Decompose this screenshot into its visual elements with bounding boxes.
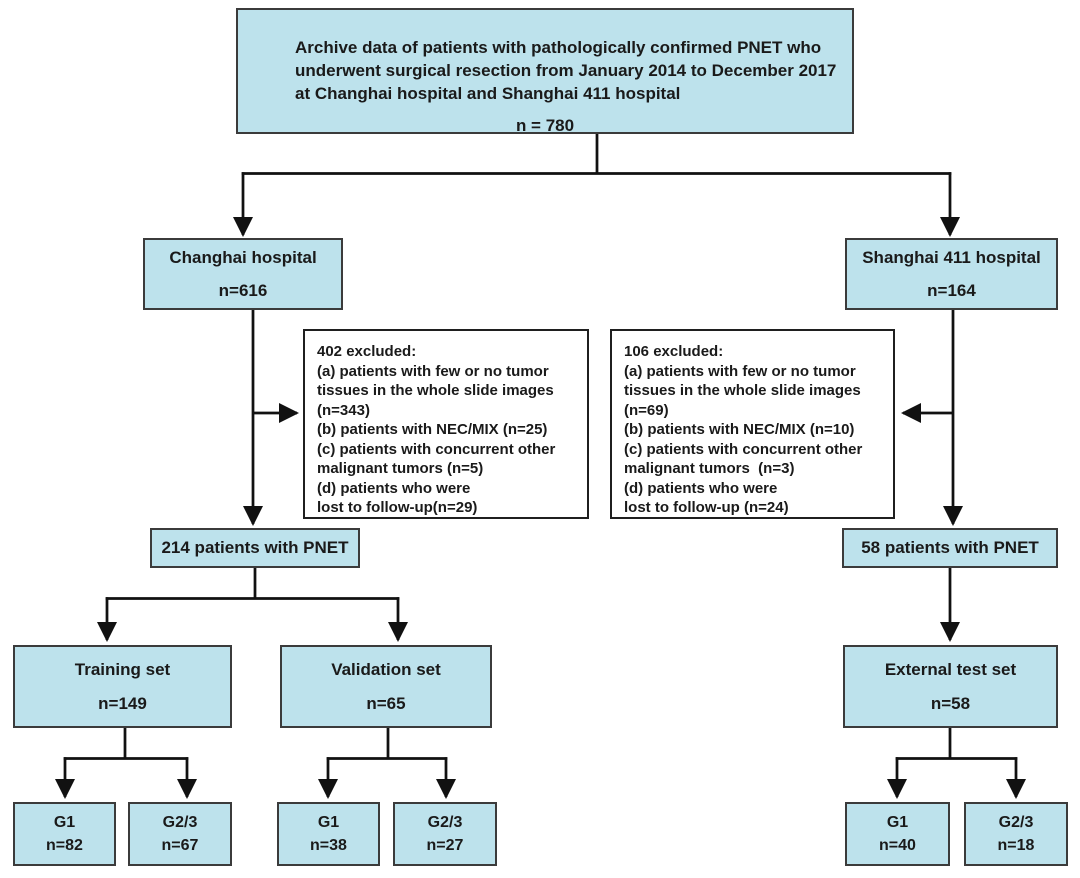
box-count: n=58 <box>930 693 971 713</box>
exclusion-line: (c) patients with concurrent other <box>624 440 863 458</box>
box-count: n=149 <box>98 693 147 713</box>
box-title: G1 <box>53 813 76 831</box>
box-count: n=164 <box>927 280 976 300</box>
box-title: 214 patients with PNET <box>161 538 349 558</box>
exclusion-line: (n=343) <box>317 401 370 419</box>
box-title: 58 patients with PNET <box>861 538 1039 558</box>
external-test-set-box: External test set n=58 <box>843 645 1058 728</box>
training-g1-box: G1 n=82 <box>13 802 116 866</box>
box-title: Changhai hospital <box>169 248 317 268</box>
box-title: G1 <box>886 813 909 831</box>
training-g23-box: G2/3 n=67 <box>128 802 232 866</box>
exclusion-line: lost to follow-up(n=29) <box>317 499 478 516</box>
exclusion-box-shanghai: 106 excluded: (a) patients with few or n… <box>610 329 895 519</box>
connector-shanghai-down <box>901 310 963 526</box>
box-count: n=27 <box>426 836 464 854</box>
box-count: n=38 <box>310 836 347 854</box>
exclusion-line: (a) patients with few or no tumor <box>317 362 549 380</box>
exclusion-line: malignant tumors (n=3) <box>624 460 795 477</box>
archive-box: Archive data of patients with pathologic… <box>236 8 854 135</box>
box-title: Validation set <box>331 660 441 680</box>
exclusion-line: (b) patients with NEC/MIX (n=10) <box>624 421 855 438</box>
exclusion-line: (d) patients who were <box>317 479 471 497</box>
exclusion-line: (b) patients with NEC/MIX (n=25) <box>317 421 548 438</box>
shanghai-411-hospital-box: Shanghai 411 hospital n=164 <box>845 238 1058 310</box>
connector-archive-split <box>233 134 960 237</box>
box-title: G2/3 <box>998 813 1034 831</box>
exclusion-line: tissues in the whole slide images <box>624 382 861 399</box>
exclusion-line: (a) patients with few or no tumor <box>624 362 856 380</box>
box-count: n=40 <box>879 836 916 854</box>
connector-pnet214-split <box>97 567 408 642</box>
pnet-58-box: 58 patients with PNET <box>842 528 1058 568</box>
connector-training-split <box>55 727 197 799</box>
exclusion-line: tissues in the whole slide images <box>317 382 554 399</box>
exclusion-line: (d) patients who were <box>624 479 778 497</box>
pnet-214-box: 214 patients with PNET <box>150 528 360 568</box>
box-title: G2/3 <box>427 813 463 831</box>
changhai-hospital-box: Changhai hospital n=616 <box>143 238 343 310</box>
exclusion-line: (c) patients with concurrent other <box>317 440 556 458</box>
training-set-box: Training set n=149 <box>13 645 232 728</box>
connector-validation-split <box>318 727 456 799</box>
exclusion-line: 106 excluded: <box>624 343 724 360</box>
external-g23-box: G2/3 n=18 <box>964 802 1068 866</box>
external-g1-box: G1 n=40 <box>845 802 950 866</box>
exclusion-line: 402 excluded: <box>317 343 417 360</box>
archive-line: at Changhai hospital and Shanghai 411 ho… <box>295 84 681 103</box>
box-count: n=616 <box>218 280 268 300</box>
validation-g23-box: G2/3 n=27 <box>393 802 497 866</box>
archive-line: underwent surgical resection from Januar… <box>295 61 837 80</box>
box-title: G1 <box>317 813 340 831</box>
archive-count: n = 780 <box>515 116 575 135</box>
box-count: n=67 <box>161 836 199 854</box>
box-count: n=65 <box>366 693 406 713</box>
connector-changhai-down <box>243 310 299 526</box>
box-count: n=82 <box>46 836 83 854</box>
box-title: G2/3 <box>162 813 198 831</box>
exclusion-line: lost to follow-up (n=24) <box>624 499 789 516</box>
box-title: External test set <box>884 660 1017 680</box>
box-title: Shanghai 411 hospital <box>862 248 1041 268</box>
connector-external-split <box>887 727 1026 799</box>
box-count: n=18 <box>997 836 1035 854</box>
exclusion-line: malignant tumors (n=5) <box>317 460 484 477</box>
box-title: Training set <box>74 660 171 680</box>
exclusion-box-changhai: 402 excluded: (a) patients with few or n… <box>303 329 589 519</box>
archive-line: Archive data of patients with pathologic… <box>295 38 822 57</box>
validation-set-box: Validation set n=65 <box>280 645 492 728</box>
exclusion-line: (n=69) <box>624 401 669 419</box>
validation-g1-box: G1 n=38 <box>277 802 380 866</box>
